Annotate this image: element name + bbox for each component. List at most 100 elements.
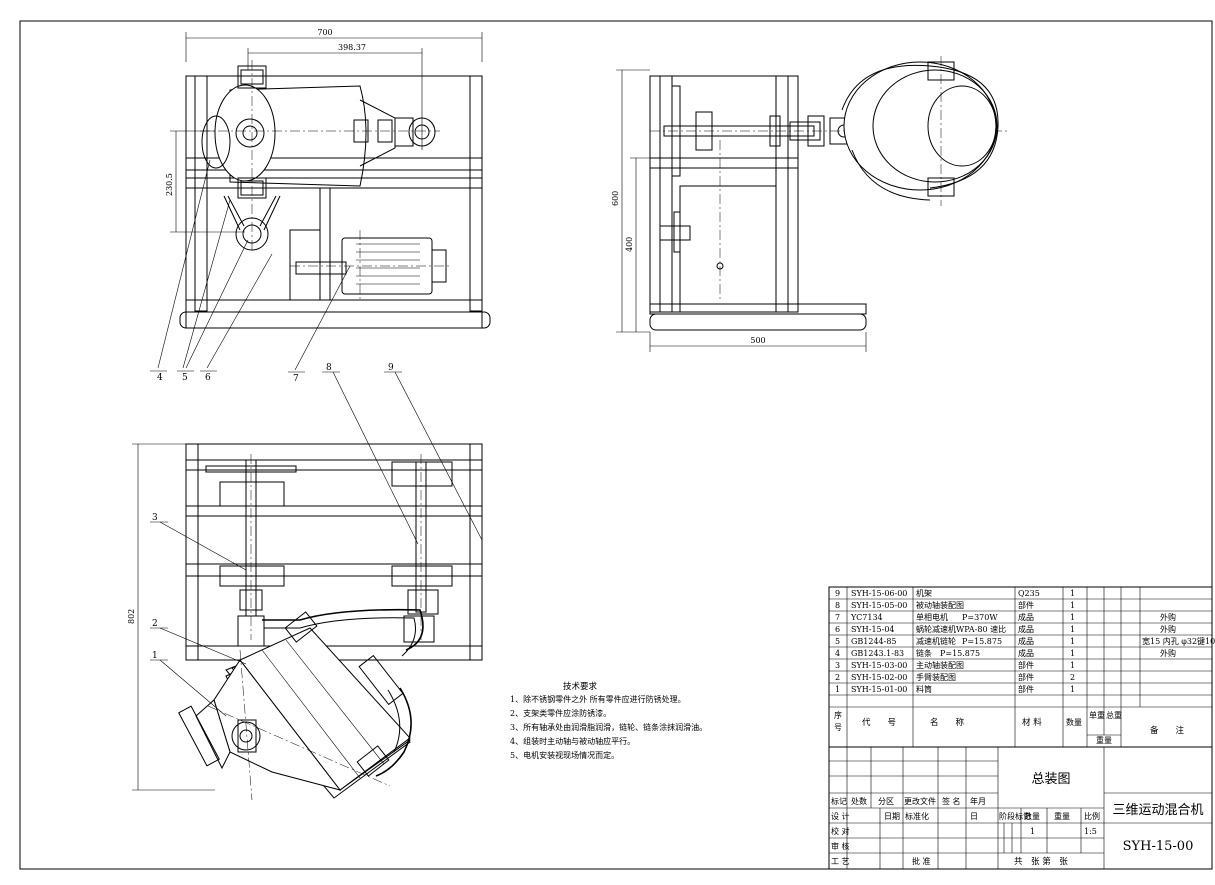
- bom-code: YC7134: [850, 613, 883, 622]
- bom-no: 5: [835, 637, 840, 646]
- tb-label-zone: 分区: [878, 797, 894, 806]
- bom-note: 外购: [1160, 648, 1176, 658]
- tb-sheets: 共 张 第 张: [1014, 856, 1068, 867]
- drawing-number: SYH-15-00: [1123, 839, 1194, 854]
- bom-header-unit-weight: 单重: [1089, 710, 1105, 720]
- tb-label-design: 设 计: [831, 811, 850, 821]
- bom-name: 单相电机: [916, 612, 948, 622]
- leader-label-3: 3: [152, 513, 158, 523]
- leader-label-7: 7: [293, 374, 299, 384]
- dim-front-height: 230.5: [165, 173, 174, 196]
- bom-header-no: 序: [834, 710, 842, 720]
- bom-header-total-weight: 总重: [1106, 710, 1122, 720]
- bom-no: 9: [835, 589, 840, 598]
- tb-label-quantity: 数量: [1024, 811, 1040, 821]
- tb-label-weight: 重量: [1054, 811, 1070, 821]
- dim-side-width: 500: [750, 336, 765, 345]
- bom-material: 成品: [1018, 612, 1034, 622]
- bom-row: 2 SYH-15-02-00 手臂装配图 部件 2: [835, 672, 1075, 682]
- technical-notes: 技术要求 1、除不锈钢零件之外 所有零件应进行防锈处理。 2、支架类零件应涂防锈…: [510, 681, 707, 760]
- bom-row: 3 SYH-15-03-00 主动轴装配图 部件 1: [835, 660, 1075, 670]
- dim-side-height2: 400: [625, 237, 634, 252]
- bom-name-extra: P=370W: [962, 613, 998, 622]
- bom-material: 成品: [1018, 648, 1034, 658]
- bom-code: SYH-15-01-00: [851, 685, 907, 694]
- bom-row: 8 SYH-15-05-00 被动轴装配图 部件 1: [835, 600, 1075, 610]
- dim-plan-height: 802: [127, 609, 136, 624]
- leader-label-5: 5: [182, 373, 188, 383]
- bom-qty: 2: [1070, 673, 1075, 682]
- bom-note: 外购: [1160, 612, 1176, 622]
- front-view: 700 398.37 230.5: [165, 28, 491, 329]
- bom-name: 蜗轮减速机WPA-80 速比: [916, 624, 1006, 634]
- tb-qty-value: 1: [1030, 827, 1035, 836]
- tb-label-check: 校 对: [831, 826, 850, 836]
- bom-qty: 1: [1070, 613, 1075, 622]
- bom-row: 1 SYH-15-01-00 料筒 部件 1: [835, 684, 1075, 694]
- plan-leaders: 3 2 1 8 9: [150, 363, 483, 717]
- notes-line-3: 3、所有轴承处由润滑脂润滑，链轮、链条涂抹润滑油。: [510, 722, 707, 732]
- bom-name-extra: P=15.875: [962, 637, 1002, 646]
- bom-qty: 1: [1070, 685, 1075, 694]
- leader-label-1: 1: [152, 651, 158, 661]
- drawing-name: 总装图: [1031, 772, 1070, 787]
- tb-label-approve: 批 准: [912, 856, 931, 866]
- bom-code: SYH-15-02-00: [851, 673, 907, 682]
- bom-header-material: 材 料: [1022, 717, 1042, 728]
- bom-qty: 1: [1070, 601, 1075, 610]
- sheet-border: [19, 20, 1213, 870]
- tb-label-count: 处数: [851, 796, 867, 806]
- bom-name: 主动轴装配图: [916, 660, 964, 670]
- notes-title: 技术要求: [563, 681, 598, 692]
- bom-qty: 1: [1070, 649, 1075, 658]
- bom-name: 料筒: [916, 684, 932, 694]
- bom-material: 部件: [1018, 684, 1034, 694]
- tb-label-date: 年月: [970, 796, 986, 806]
- leader-label-9: 9: [388, 363, 394, 373]
- bom-no: 7: [835, 613, 840, 622]
- bom-header: 序 号 代 号 名 称 材 料 数量 单重 总重 重量 备 注: [834, 710, 1185, 745]
- bom-table: 9 SYH-15-06-00 机架 Q235 1 8 SYH-15-05-00 …: [828, 586, 1215, 748]
- bom-header-name: 名 称: [930, 717, 965, 728]
- bom-no: 8: [835, 601, 840, 610]
- bom-row: 9 SYH-15-06-00 机架 Q235 1: [835, 588, 1075, 598]
- bom-qty: 1: [1070, 625, 1075, 634]
- bom-row: 4 GB1243.1-83 链条 P=15.875 成品 1 外购: [835, 648, 1176, 658]
- tb-label-change-file: 更改文件: [904, 796, 936, 806]
- bom-name: 减速机链轮: [916, 636, 956, 646]
- tb-scale-value: 1:5: [1084, 827, 1097, 836]
- bom-row: 6 SYH-15-04 蜗轮减速机WPA-80 速比 成品 1 外购: [835, 624, 1176, 634]
- bom-no: 3: [835, 661, 840, 670]
- dim-side-height: 600: [611, 191, 620, 206]
- tb-label-stage: 阶段标记: [999, 811, 1031, 821]
- tb-label-sign: 签 名: [942, 796, 961, 806]
- bom-material: 部件: [1018, 660, 1034, 670]
- tb-label-mark: 标记: [831, 796, 847, 806]
- bom-material: 部件: [1018, 600, 1034, 610]
- bom-name: 手臂装配图: [916, 672, 956, 682]
- dim-front-offset: 398.37: [338, 43, 366, 52]
- bom-code: SYH-15-06-00: [851, 589, 907, 598]
- bom-material: 成品: [1018, 624, 1034, 634]
- bom-code: GB1244-85: [851, 637, 897, 646]
- notes-line-4: 4、组装时主动轴与被动轴应平行。: [510, 736, 635, 746]
- bom-header-weight: 重量: [1096, 735, 1112, 745]
- front-leaders: 4 5 6 7: [150, 159, 351, 384]
- bom-row: 5 GB1244-85 减速机链轮 P=15.875 成品 1 宽15 内孔 φ…: [835, 636, 1215, 646]
- product-name: 三维运动混合机: [1112, 803, 1203, 818]
- tb-label-standardize: 标准化: [905, 811, 929, 821]
- notes-line-1: 1、除不锈钢零件之外 所有零件应进行防锈处理。: [510, 694, 686, 704]
- title-block: 总装图 三维运动混合机 SYH-15-00 标记 处数 分区 更改文件 签 名 …: [828, 746, 1213, 870]
- bom-header-code: 代 号: [862, 717, 896, 728]
- bom-no: 1: [835, 685, 840, 694]
- leader-label-2: 2: [152, 619, 158, 629]
- bom-header-note: 备 注: [1150, 725, 1185, 736]
- tb-label-day: 日: [970, 812, 978, 821]
- plan-view: 802: [127, 443, 483, 801]
- bom-name-extra: P=15.875: [940, 649, 980, 658]
- tb-label-scale: 比例: [1084, 811, 1100, 821]
- bom-qty: 1: [1070, 661, 1075, 670]
- notes-line-2: 2、支架类零件应涂防锈漆。: [510, 708, 611, 718]
- bom-no: 4: [835, 649, 840, 658]
